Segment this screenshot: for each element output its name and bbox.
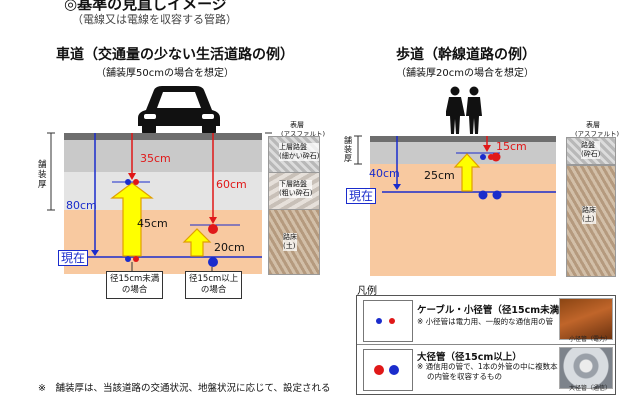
- road-current-label: 現在: [58, 250, 89, 266]
- sidewalk-asphalt-layer: [370, 136, 556, 142]
- road-depth-45: 45cm: [137, 217, 168, 230]
- sidewalk-title: 歩道（幹線道路の例）: [396, 47, 536, 63]
- legend-cable-symbol: [363, 300, 413, 342]
- legend-row-large: 大径管（径15cm以上） ※ 通信用の管で、1本の外管の中に複数本 の内管を収容…: [357, 345, 615, 393]
- road-depth-35: 35cm: [140, 152, 171, 165]
- road-asphalt-layer: [64, 133, 262, 140]
- legend-large-note-1: ※ 通信用の管で、1本の外管の中に複数本: [417, 362, 558, 371]
- legend-cable-note: ※ 小径管は電力用、一般的な通信用の管: [417, 317, 554, 326]
- road-depth-60: 60cm: [216, 178, 247, 191]
- road-subgrade-label: 路床 (土): [283, 233, 297, 251]
- large-pipe-photo: [559, 347, 613, 389]
- legend-large-note-2: の内管を収容するもの: [427, 372, 502, 381]
- legend-large-title: 大径管（径15cm以上）: [417, 352, 522, 363]
- footnote: ※ 舗装厚は、当該道路の交通状況、地盤状況に応じて、設定される: [38, 383, 331, 394]
- pedestrians-icon: [446, 86, 482, 134]
- small-pipe-icon: [376, 318, 395, 324]
- sidewalk-depth-25: 25cm: [424, 169, 455, 182]
- legend-row-cable: ケーブル・小径管（径15cm未満） ※ 小径管は電力用、一般的な通信用の管 小径…: [357, 296, 615, 345]
- road-layers-top-label: 表層: [290, 121, 304, 129]
- legend-large-symbol: [363, 349, 413, 391]
- road-upper-base-label: 上層路盤 (細かい砕石): [279, 143, 320, 161]
- small-pipe-caption: 小径管（電力）: [569, 336, 612, 343]
- road-caption-large: 径15cm以上 の場合: [185, 271, 243, 299]
- road-depth-20: 20cm: [214, 241, 245, 254]
- sidewalk-depth-15: 15cm: [496, 140, 527, 153]
- sidewalk-layers-top-label: 表層: [586, 121, 600, 129]
- sidewalk-layers-asphalt-label: (アスファルト): [575, 130, 620, 138]
- large-pipe-icon: [374, 365, 399, 375]
- road-upper-base-layer: [64, 140, 262, 172]
- road-pavement-thickness-label: 舗装厚: [38, 160, 47, 190]
- sidewalk-subtitle: （舗装厚20cmの場合を想定）: [396, 68, 534, 79]
- car-icon: [138, 86, 220, 134]
- road-caption-small: 径15cm未満 の場合: [106, 271, 164, 299]
- large-pipe-caption: 大径管（通信）: [569, 385, 612, 392]
- small-pipe-photo: [559, 298, 613, 340]
- sidewalk-subgrade-label: 路床 (土): [582, 206, 596, 224]
- road-layers-asphalt-label: (アスファルト): [281, 130, 326, 138]
- road-lower-base-label: 下層路盤 (粗い砕石): [279, 180, 313, 198]
- sidewalk-pavement-thickness-label: 舗装厚: [344, 136, 352, 163]
- legend-title: 凡例: [357, 286, 377, 297]
- road-depth-80: 80cm: [66, 199, 97, 212]
- legend-box: ケーブル・小径管（径15cm未満） ※ 小径管は電力用、一般的な通信用の管 小径…: [356, 295, 616, 395]
- page-subtitle: （電線又は電線を収容する管路）: [72, 13, 237, 26]
- sidewalk-current-label: 現在: [346, 188, 377, 204]
- legend-cable-title: ケーブル・小径管（径15cm未満）: [417, 305, 569, 316]
- road-subtitle: （舗装厚50cmの場合を想定）: [96, 68, 234, 79]
- road-subgrade-layer: [64, 210, 262, 274]
- road-title: 車道（交通量の少ない生活道路の例）: [56, 47, 294, 63]
- sidewalk-depth-40: 40cm: [369, 167, 400, 180]
- page-title: ◎基準の見直しイメージ: [64, 0, 227, 13]
- road-subgrade-sample: [268, 209, 320, 275]
- road-lower-base-layer: [64, 172, 262, 210]
- sidewalk-base-label: 路盤 (砕石): [581, 141, 601, 159]
